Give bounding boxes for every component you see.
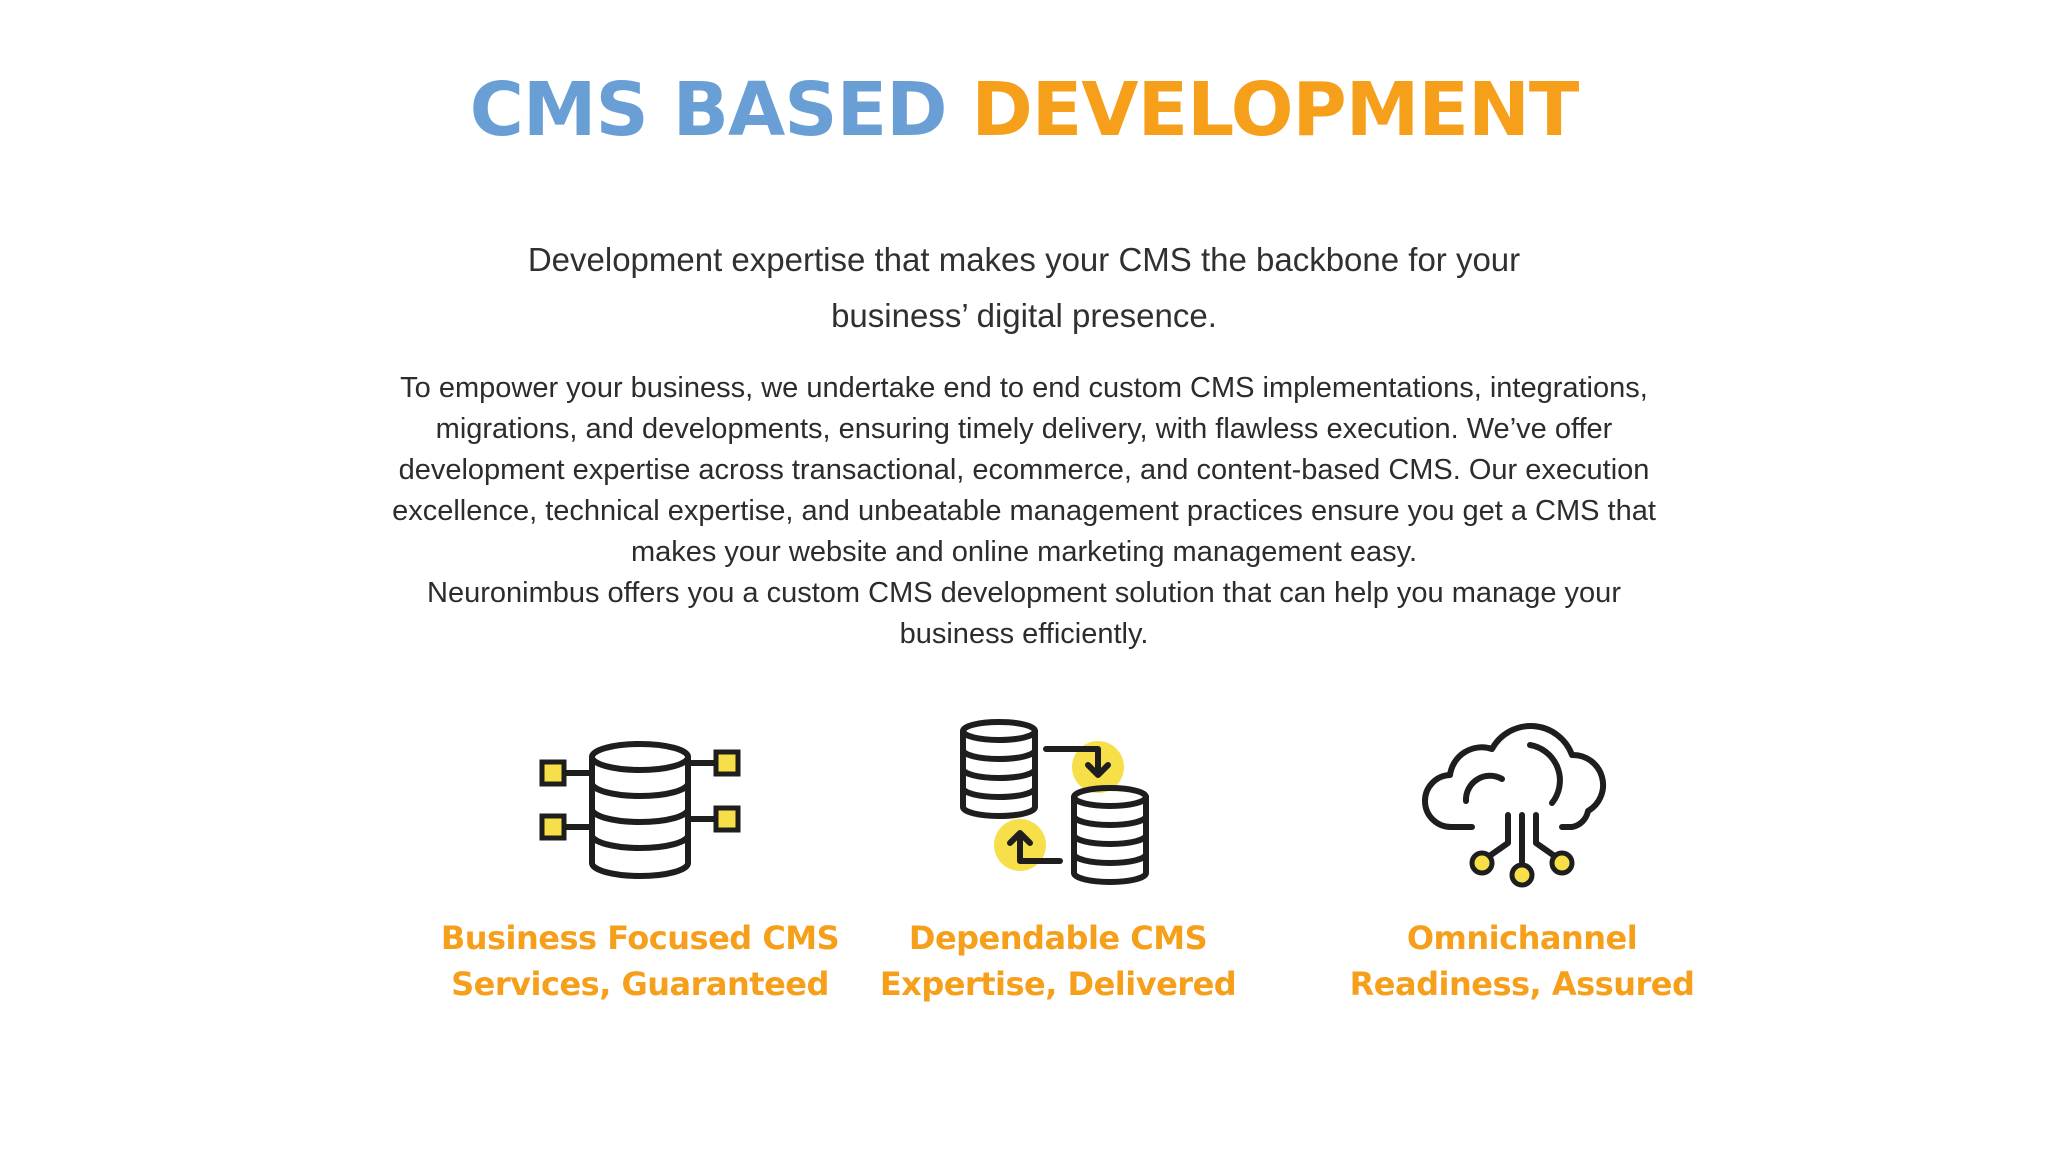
feature-label-line: Services, Guaranteed (451, 965, 829, 1003)
body-line: migrations, and developments, ensuring t… (435, 413, 1613, 445)
database-network-icon (539, 741, 741, 879)
feature-label: Omnichannel Readiness, Assured (1312, 915, 1732, 1007)
feature-label-line: Dependable CMS (908, 919, 1208, 957)
feature-label-line: Business Focused CMS (440, 919, 840, 957)
database-sync-icon (960, 719, 1149, 885)
feature-label-line: Expertise, Delivered (879, 965, 1237, 1003)
feature-dependable: Dependable CMS Expertise, Delivered (848, 715, 1268, 1003)
feature-label: Dependable CMS Expertise, Delivered (848, 915, 1268, 1007)
feature-omnichannel: Omnichannel Readiness, Assured (1312, 715, 1732, 1003)
feature-label-line: Readiness, Assured (1349, 965, 1695, 1003)
body-paragraph: To empower your business, we undertake e… (324, 368, 1724, 655)
body-line: makes your website and online marketing … (630, 536, 1418, 568)
title-orange-part: DEVELOPMENT (971, 67, 1579, 153)
body-line: business efficiently. (899, 618, 1149, 650)
slide-title: CMS BASED DEVELOPMENT (0, 62, 2048, 158)
title-blue-part: CMS BASED (469, 67, 948, 153)
body-line: Neuronimbus offers you a custom CMS deve… (427, 577, 1621, 609)
subtitle-line: Development expertise that makes your CM… (527, 241, 1521, 278)
body-line: To empower your business, we undertake e… (400, 372, 1648, 404)
feature-business-focused: Business Focused CMS Services, Guarantee… (430, 715, 850, 1003)
slide-subtitle: Development expertise that makes your CM… (374, 232, 1674, 344)
feature-label-line: Omnichannel (1406, 919, 1638, 957)
cloud-network-icon (1422, 723, 1607, 888)
body-line: development expertise across transaction… (398, 454, 1650, 486)
feature-label: Business Focused CMS Services, Guarantee… (430, 915, 850, 1007)
body-line: excellence, technical expertise, and unb… (392, 495, 1656, 527)
subtitle-line: business’ digital presence. (831, 297, 1217, 334)
